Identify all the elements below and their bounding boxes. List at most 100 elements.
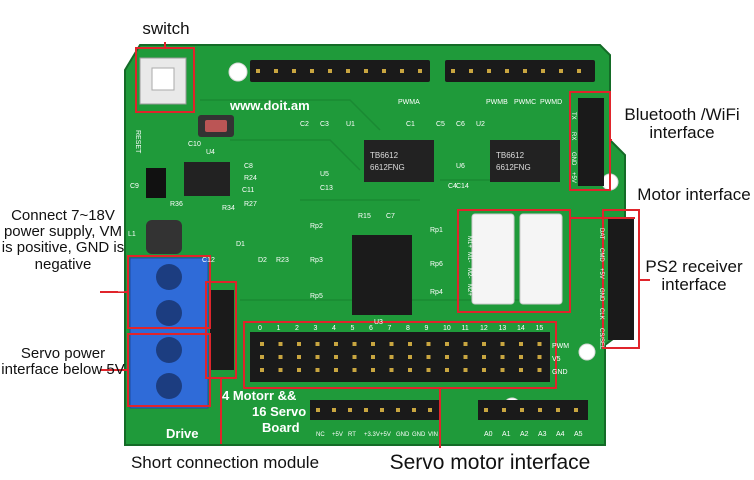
- servo-pin: [389, 342, 394, 346]
- ps2-pin-label: +5V: [598, 268, 604, 279]
- motor-driver-chip-2: [490, 140, 560, 182]
- header-pin: [556, 408, 560, 412]
- servo-pin-number: 5: [351, 325, 355, 332]
- servo-pin: [260, 342, 264, 346]
- component-label: L1: [128, 231, 136, 238]
- component-label: C11: [242, 187, 254, 194]
- component-label: C2: [300, 121, 309, 128]
- top-header-left: [250, 60, 430, 82]
- servo-pin-number: 0: [258, 325, 262, 332]
- header-pin: [400, 69, 404, 73]
- header-pin: [418, 69, 422, 73]
- servo-pin: [445, 342, 449, 346]
- motor-pin-label: M2-: [466, 268, 472, 278]
- drive-text: Drive: [166, 426, 199, 441]
- servo-pin: [371, 368, 375, 372]
- servo-pin: [463, 368, 468, 372]
- servo-pin: [426, 368, 431, 372]
- component-label: C10: [188, 141, 201, 148]
- servo-pin-number: 11: [462, 325, 469, 332]
- bottom-header-right: [478, 400, 588, 420]
- bluetooth-pin-label: GND: [570, 152, 576, 166]
- website-text: www.doit.am: [229, 98, 310, 113]
- terminal-label: V5: [116, 352, 125, 362]
- servo-pin: [426, 342, 431, 346]
- ps2-pin-label: GND: [598, 288, 604, 302]
- servo-pin: [260, 355, 264, 359]
- component-label: R23: [276, 257, 289, 264]
- bluetooth-header: [578, 98, 604, 186]
- servo-row-label: V5: [552, 356, 561, 363]
- component-label: Rp5: [310, 293, 323, 300]
- component-label: R36: [170, 201, 183, 208]
- power-label: Connect 7~18V power supply, VM is positi…: [1, 207, 125, 273]
- header-pin: [346, 69, 350, 73]
- servo-pin: [537, 355, 542, 359]
- analog-label: A5: [574, 431, 583, 438]
- power-pin-label: GND: [396, 432, 410, 438]
- analog-label: A0: [484, 431, 493, 438]
- servo-pin: [315, 368, 320, 372]
- servo-pin-number: 14: [517, 325, 525, 332]
- motor-pin-label: M1-: [466, 252, 472, 262]
- component-label: C4: [448, 183, 457, 190]
- board-title-line1: 4 Motorr &&: [222, 388, 296, 403]
- chip-2-line1: TB6612: [496, 151, 525, 160]
- component-label: C14: [456, 183, 469, 190]
- header-pin: [469, 69, 473, 73]
- servo-pin: [315, 342, 320, 346]
- component-label: C1: [406, 121, 415, 128]
- header-pin: [451, 69, 455, 73]
- motor-callout-box: [457, 209, 571, 313]
- component-label: R24: [244, 175, 257, 182]
- component-label: Rp6: [430, 261, 443, 268]
- ps2-pin-label: CLK: [598, 308, 604, 320]
- servo-pin-number: 15: [536, 325, 544, 332]
- pwm-controller-chip: [352, 235, 412, 315]
- servo-pin: [519, 368, 523, 372]
- servo-pin: [389, 368, 394, 372]
- header-pin: [382, 69, 386, 73]
- servo-pin: [482, 355, 486, 359]
- component-label: D2: [258, 257, 267, 264]
- servo-pin: [500, 355, 505, 359]
- header-pin: [541, 69, 545, 73]
- component-label: Rp2: [310, 223, 323, 230]
- power-pin-label: +5V: [332, 432, 343, 438]
- component-label: R34: [222, 205, 235, 212]
- servo-header-block: [250, 332, 550, 382]
- ps2-pin-label: CMD: [598, 248, 604, 262]
- servo-pin: [297, 355, 301, 359]
- ps2-pin-label: DAT: [598, 228, 604, 240]
- servo-pin: [278, 368, 283, 372]
- chip-2-line2: 6612FNG: [496, 163, 531, 172]
- servo-pin: [260, 368, 264, 372]
- component-label: PWMD: [540, 99, 562, 106]
- component-label: PWMC: [514, 99, 536, 106]
- inductor: [146, 220, 182, 254]
- motor-connector-1: [471, 213, 515, 305]
- header-pin: [256, 69, 260, 73]
- servo-pin: [389, 355, 394, 359]
- bluetooth-pin-label: RX: [570, 132, 576, 140]
- component-label: PWMA: [398, 99, 420, 106]
- analog-label: A1: [502, 431, 511, 438]
- header-pin: [310, 69, 314, 73]
- component-label: Rp4: [430, 289, 443, 296]
- header-pin: [332, 408, 336, 412]
- servo-pin: [278, 355, 283, 359]
- servo-pin: [352, 342, 357, 346]
- component-label: R27: [244, 201, 257, 208]
- power-pin-label: GND: [412, 432, 426, 438]
- header-pin: [523, 69, 527, 73]
- component-label: R15: [358, 213, 371, 220]
- servo-pin: [278, 342, 283, 346]
- servo-pin-number: 13: [499, 325, 507, 332]
- header-pin: [348, 408, 352, 412]
- servo-pin-number: 4: [332, 325, 336, 332]
- power-pin-label: NC: [316, 432, 325, 438]
- motor-connector-2: [519, 213, 563, 305]
- capacitor: [146, 168, 166, 198]
- servo-pin: [371, 342, 375, 346]
- board-title-line3: Board: [262, 420, 300, 435]
